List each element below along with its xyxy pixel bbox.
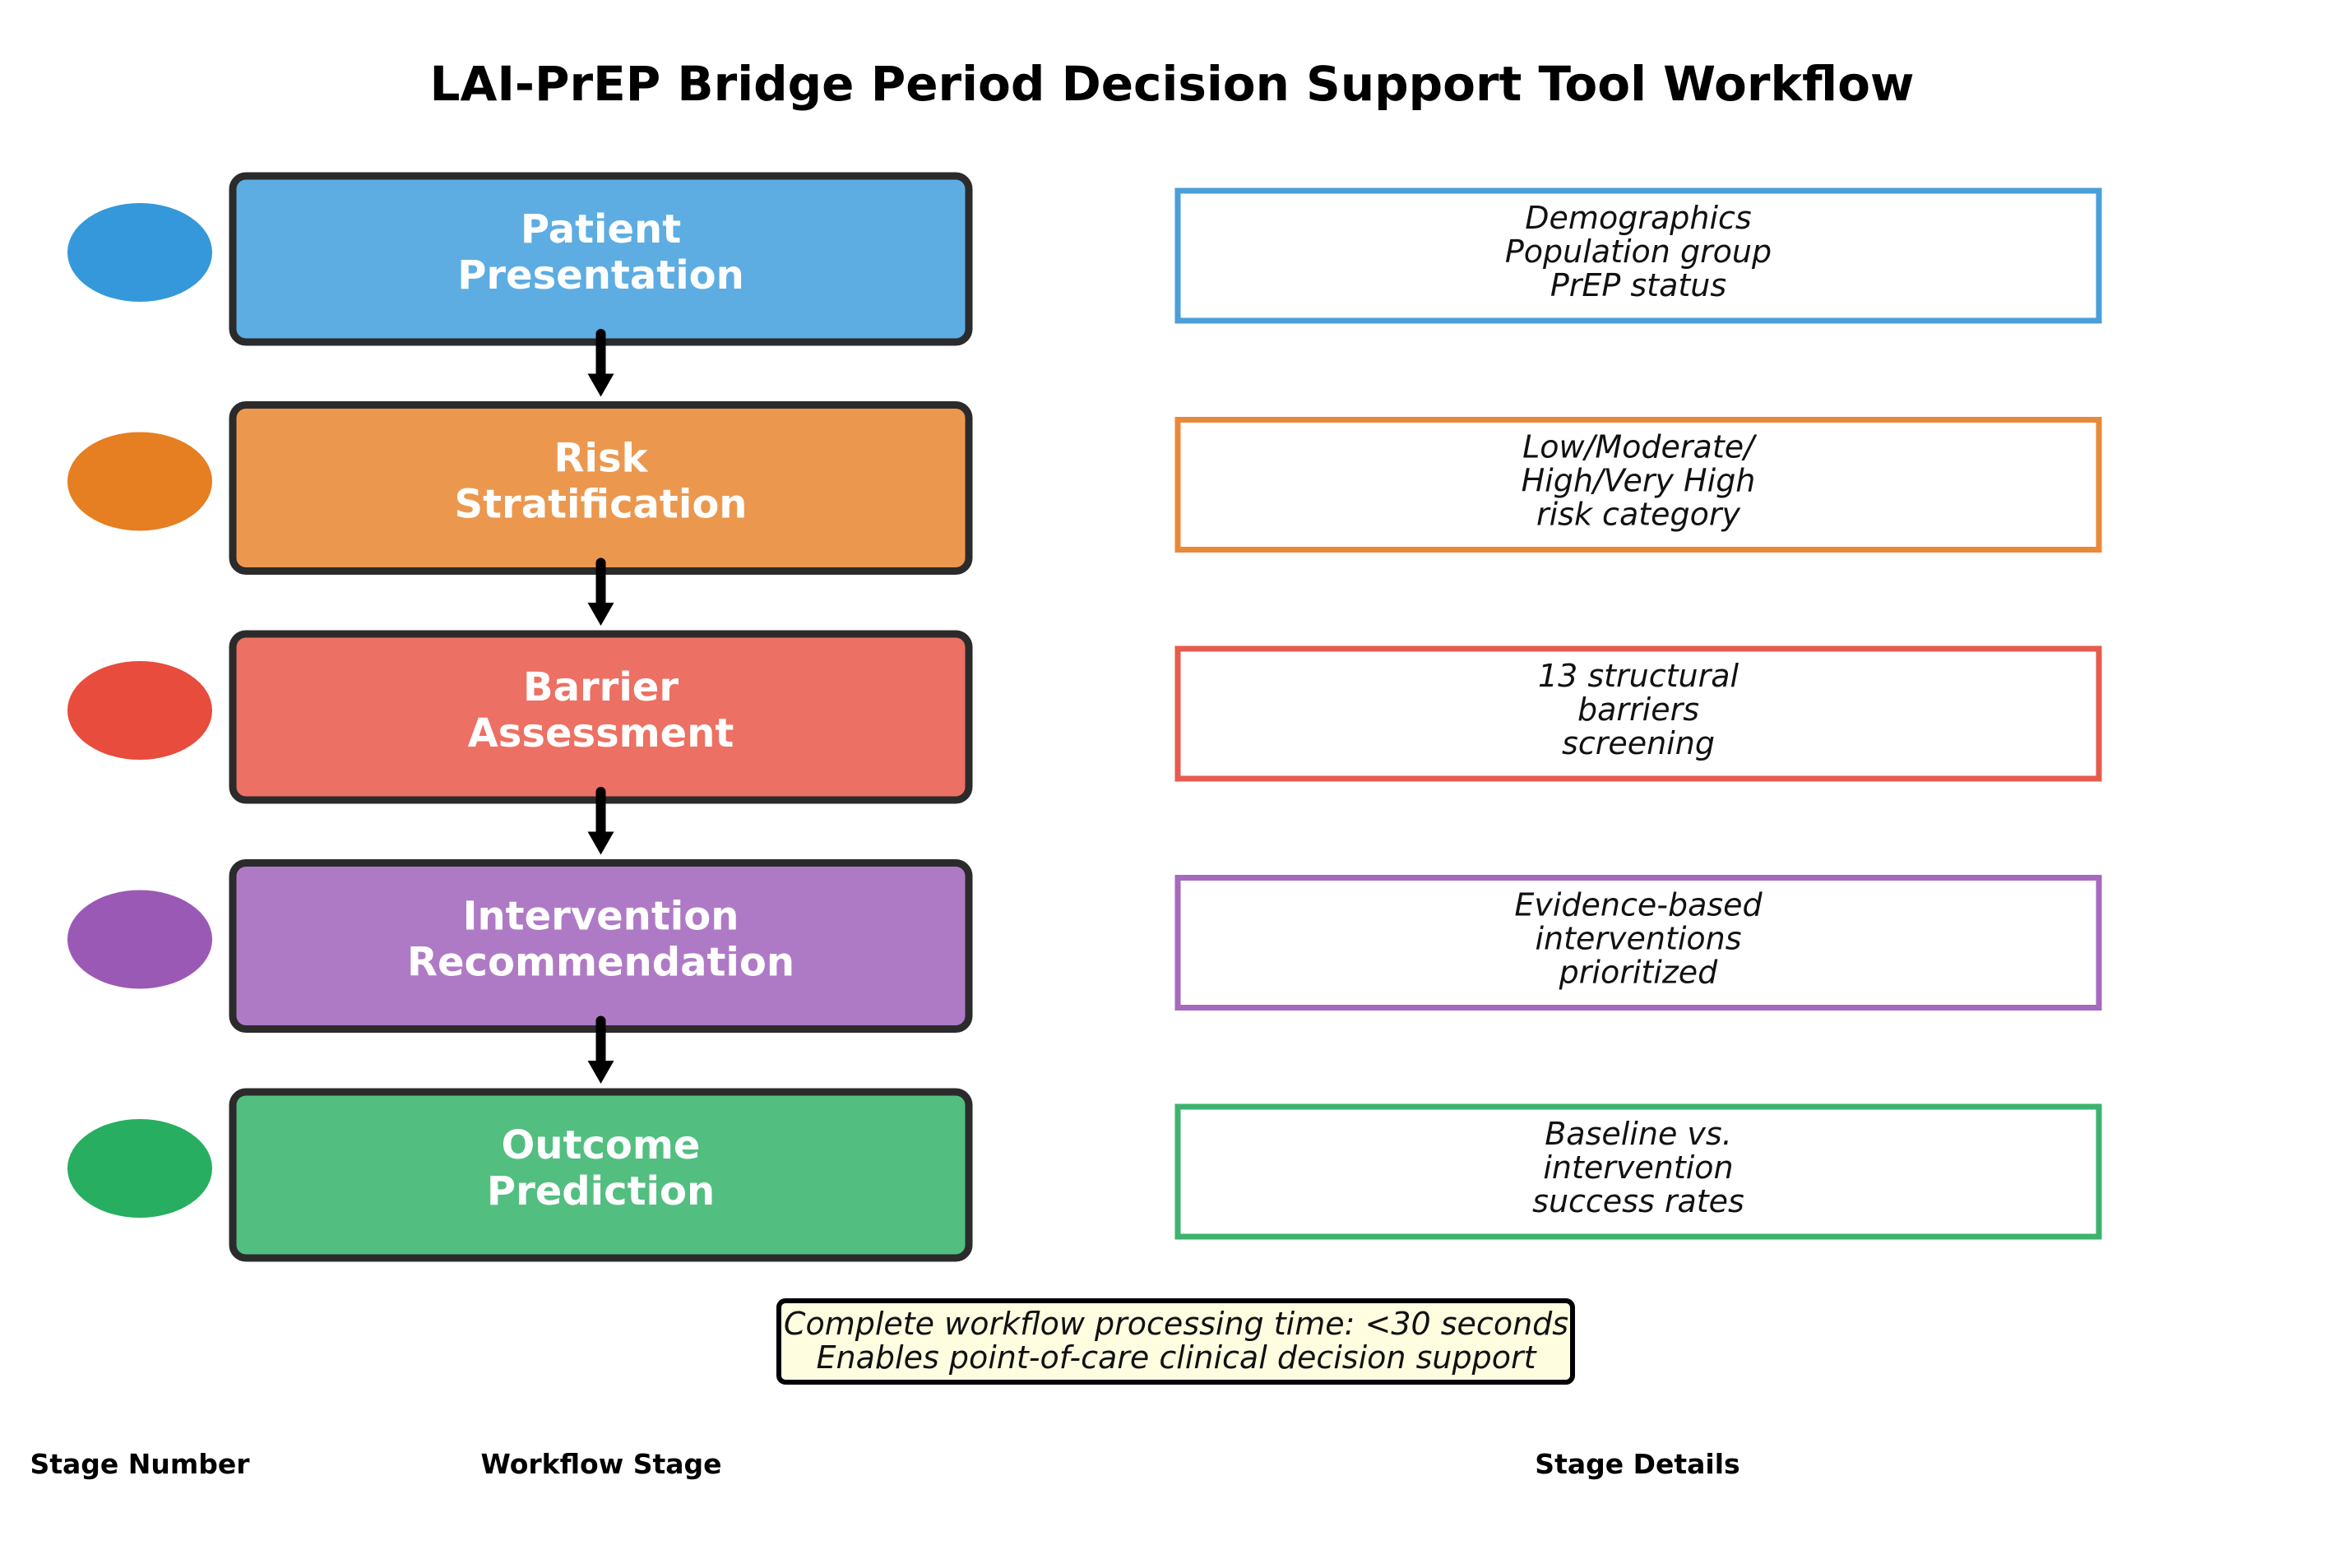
stage-detail-line: interventions bbox=[1535, 921, 1741, 957]
stage-number-circle bbox=[67, 661, 212, 760]
flow-arrow bbox=[587, 787, 614, 855]
stage-label-line-1: Patient bbox=[521, 206, 681, 252]
stage-detail-box bbox=[1174, 645, 2102, 782]
processing-time-line-2: Enables point-of-care clinical decision … bbox=[817, 1339, 1538, 1376]
stage-detail-line: screening bbox=[1562, 725, 1715, 761]
stage-detail-line: 13 structural bbox=[1538, 658, 1739, 694]
flow-arrow bbox=[587, 329, 614, 397]
column-header-stage-number: Stage Number bbox=[30, 1448, 250, 1480]
stage-detail-line: High/Very High bbox=[1522, 463, 1756, 499]
stage-number-circle bbox=[67, 1119, 212, 1218]
stage-detail-line: success rates bbox=[1532, 1183, 1744, 1219]
stage-label-line-1: Risk bbox=[554, 436, 649, 482]
stage-number-circle bbox=[67, 890, 212, 989]
stage-label-line-2: Presentation bbox=[457, 252, 744, 298]
stage-detail-box bbox=[1174, 187, 2102, 324]
processing-time-line-1: Complete workflow processing time: <30 s… bbox=[784, 1306, 1568, 1342]
stage-label-line-1: Barrier bbox=[523, 664, 679, 710]
stage-detail-line: PrEP status bbox=[1550, 267, 1726, 303]
stage-detail-line: barriers bbox=[1577, 691, 1699, 728]
stage-detail-line: prioritized bbox=[1559, 955, 1719, 991]
stage-label-line-2: Prediction bbox=[487, 1168, 715, 1214]
stage-label-line-2: Recommendation bbox=[407, 940, 794, 986]
column-header-workflow-stage: Workflow Stage bbox=[480, 1448, 721, 1480]
stage-label-line-2: Stratification bbox=[455, 482, 748, 528]
flow-arrow bbox=[587, 1015, 614, 1084]
stage-detail-line: Baseline vs. bbox=[1545, 1116, 1732, 1152]
stage-detail-box bbox=[1174, 1103, 2102, 1240]
processing-time-box bbox=[776, 1298, 1575, 1385]
stage-detail-line: Low/Moderate/ bbox=[1522, 429, 1758, 465]
stage-number-circle bbox=[67, 203, 212, 302]
stage-label-line-2: Assessment bbox=[468, 710, 734, 756]
stage-detail-line: Demographics bbox=[1525, 200, 1751, 236]
stage-box bbox=[229, 1088, 973, 1262]
stage-label-line-1: Outcome bbox=[502, 1122, 701, 1168]
flow-arrow bbox=[587, 557, 614, 626]
stage-detail-box bbox=[1174, 417, 2102, 553]
diagram-title: LAI-PrEP Bridge Period Decision Support … bbox=[430, 56, 1915, 112]
processing-time-note: Complete workflow processing time: <30 s… bbox=[776, 1298, 1575, 1385]
stage-detail-line: risk category bbox=[1536, 497, 1741, 533]
stage-label-line-1: Intervention bbox=[463, 894, 739, 940]
column-header-stage-details: Stage Details bbox=[1535, 1448, 1739, 1480]
stage-detail-line: intervention bbox=[1543, 1149, 1733, 1186]
stage-detail-line: Evidence-based bbox=[1514, 887, 1763, 923]
stage-detail-box bbox=[1174, 875, 2102, 1011]
stage-number-circle bbox=[67, 432, 212, 531]
stage-detail-line: Population group bbox=[1505, 234, 1772, 270]
